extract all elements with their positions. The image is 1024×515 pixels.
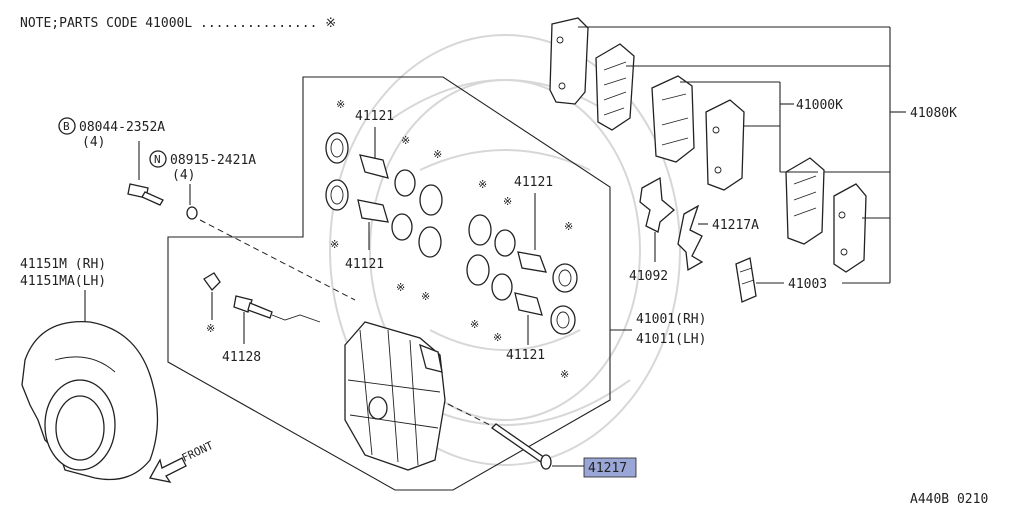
svg-text:※: ※ <box>493 331 502 344</box>
svg-text:※: ※ <box>503 195 512 208</box>
watermark-emblem <box>329 34 681 466</box>
splash-shield: 41151M (RH) 41151MA(LH) <box>20 257 159 481</box>
bolt-part: B 08044-2352A (4) <box>58 117 165 206</box>
brake-pads <box>549 17 867 273</box>
shim-label: 41003 <box>788 277 827 292</box>
spring-label: 41092 <box>629 269 668 284</box>
piston-seal-group-right: ※ ※ ※ ※ ※ ※ 41121 41121 <box>466 175 578 381</box>
bleeder-valve: ※ 41128 <box>203 272 321 365</box>
svg-text:※: ※ <box>396 281 405 294</box>
seal-label-left: 41121 <box>345 257 384 272</box>
svg-text:※: ※ <box>330 238 339 251</box>
guide-pin: 41217 <box>490 423 637 478</box>
svg-text:※: ※ <box>433 148 442 161</box>
bolt-marker: B <box>63 120 70 133</box>
caliper-label-lh: 41011(LH) <box>636 332 706 347</box>
shield-label-rh: 41151M (RH) <box>20 257 106 272</box>
seal-label-right-lower: 41121 <box>506 348 545 363</box>
shield-label-lh: 41151MA(LH) <box>20 274 106 289</box>
pad-clip: 41217A <box>677 204 759 272</box>
svg-text:※: ※ <box>401 134 410 147</box>
washer-part: N 08915-2421A (4) <box>149 150 256 220</box>
bolt-qty: (4) <box>82 135 105 150</box>
washer-marker: N <box>154 153 161 166</box>
pad-kit-label: 41000K <box>796 98 843 113</box>
svg-text:※: ※ <box>470 318 479 331</box>
pad-shim: 41003 <box>735 257 890 303</box>
anti-rattle-spring: 41092 <box>629 176 676 284</box>
washer-code: 08915-2421A <box>170 153 256 168</box>
pad-set-label: 41080K <box>910 106 957 121</box>
front-label: FRONT <box>180 439 216 465</box>
mounting-axis-line <box>199 219 356 301</box>
pin-label: 41217 <box>588 461 627 476</box>
caliper-label-rh: 41001(RH) <box>636 312 706 327</box>
caliper-body <box>344 321 446 471</box>
svg-text:※: ※ <box>336 98 345 111</box>
front-direction-arrow: FRONT <box>148 439 216 483</box>
caliper-assembly-frame <box>167 76 611 491</box>
svg-text:※: ※ <box>421 290 430 303</box>
parts-code-note: NOTE;PARTS CODE 41000L ............... ※ <box>20 16 336 31</box>
clip-label: 41217A <box>712 218 759 233</box>
seal-label-upper: 41121 <box>355 109 394 124</box>
highlighted-part-box <box>583 457 637 478</box>
svg-text:※: ※ <box>560 368 569 381</box>
washer-qty: (4) <box>172 168 195 183</box>
bleeder-cap-asterisk: ※ <box>206 322 215 335</box>
diagram-code: A440B 0210 <box>910 492 988 507</box>
bolt-code: 08044-2352A <box>79 120 165 135</box>
bleeder-label: 41128 <box>222 350 261 365</box>
svg-text:※: ※ <box>564 220 573 233</box>
svg-text:※: ※ <box>478 178 487 191</box>
pad-kit-leaders: 41000K 41080K <box>578 26 957 283</box>
seal-label-right-upper: 41121 <box>514 175 553 190</box>
piston-seal-group-left: ※ ※ ※ ※ ※ ※ 41121 41121 <box>325 98 443 303</box>
